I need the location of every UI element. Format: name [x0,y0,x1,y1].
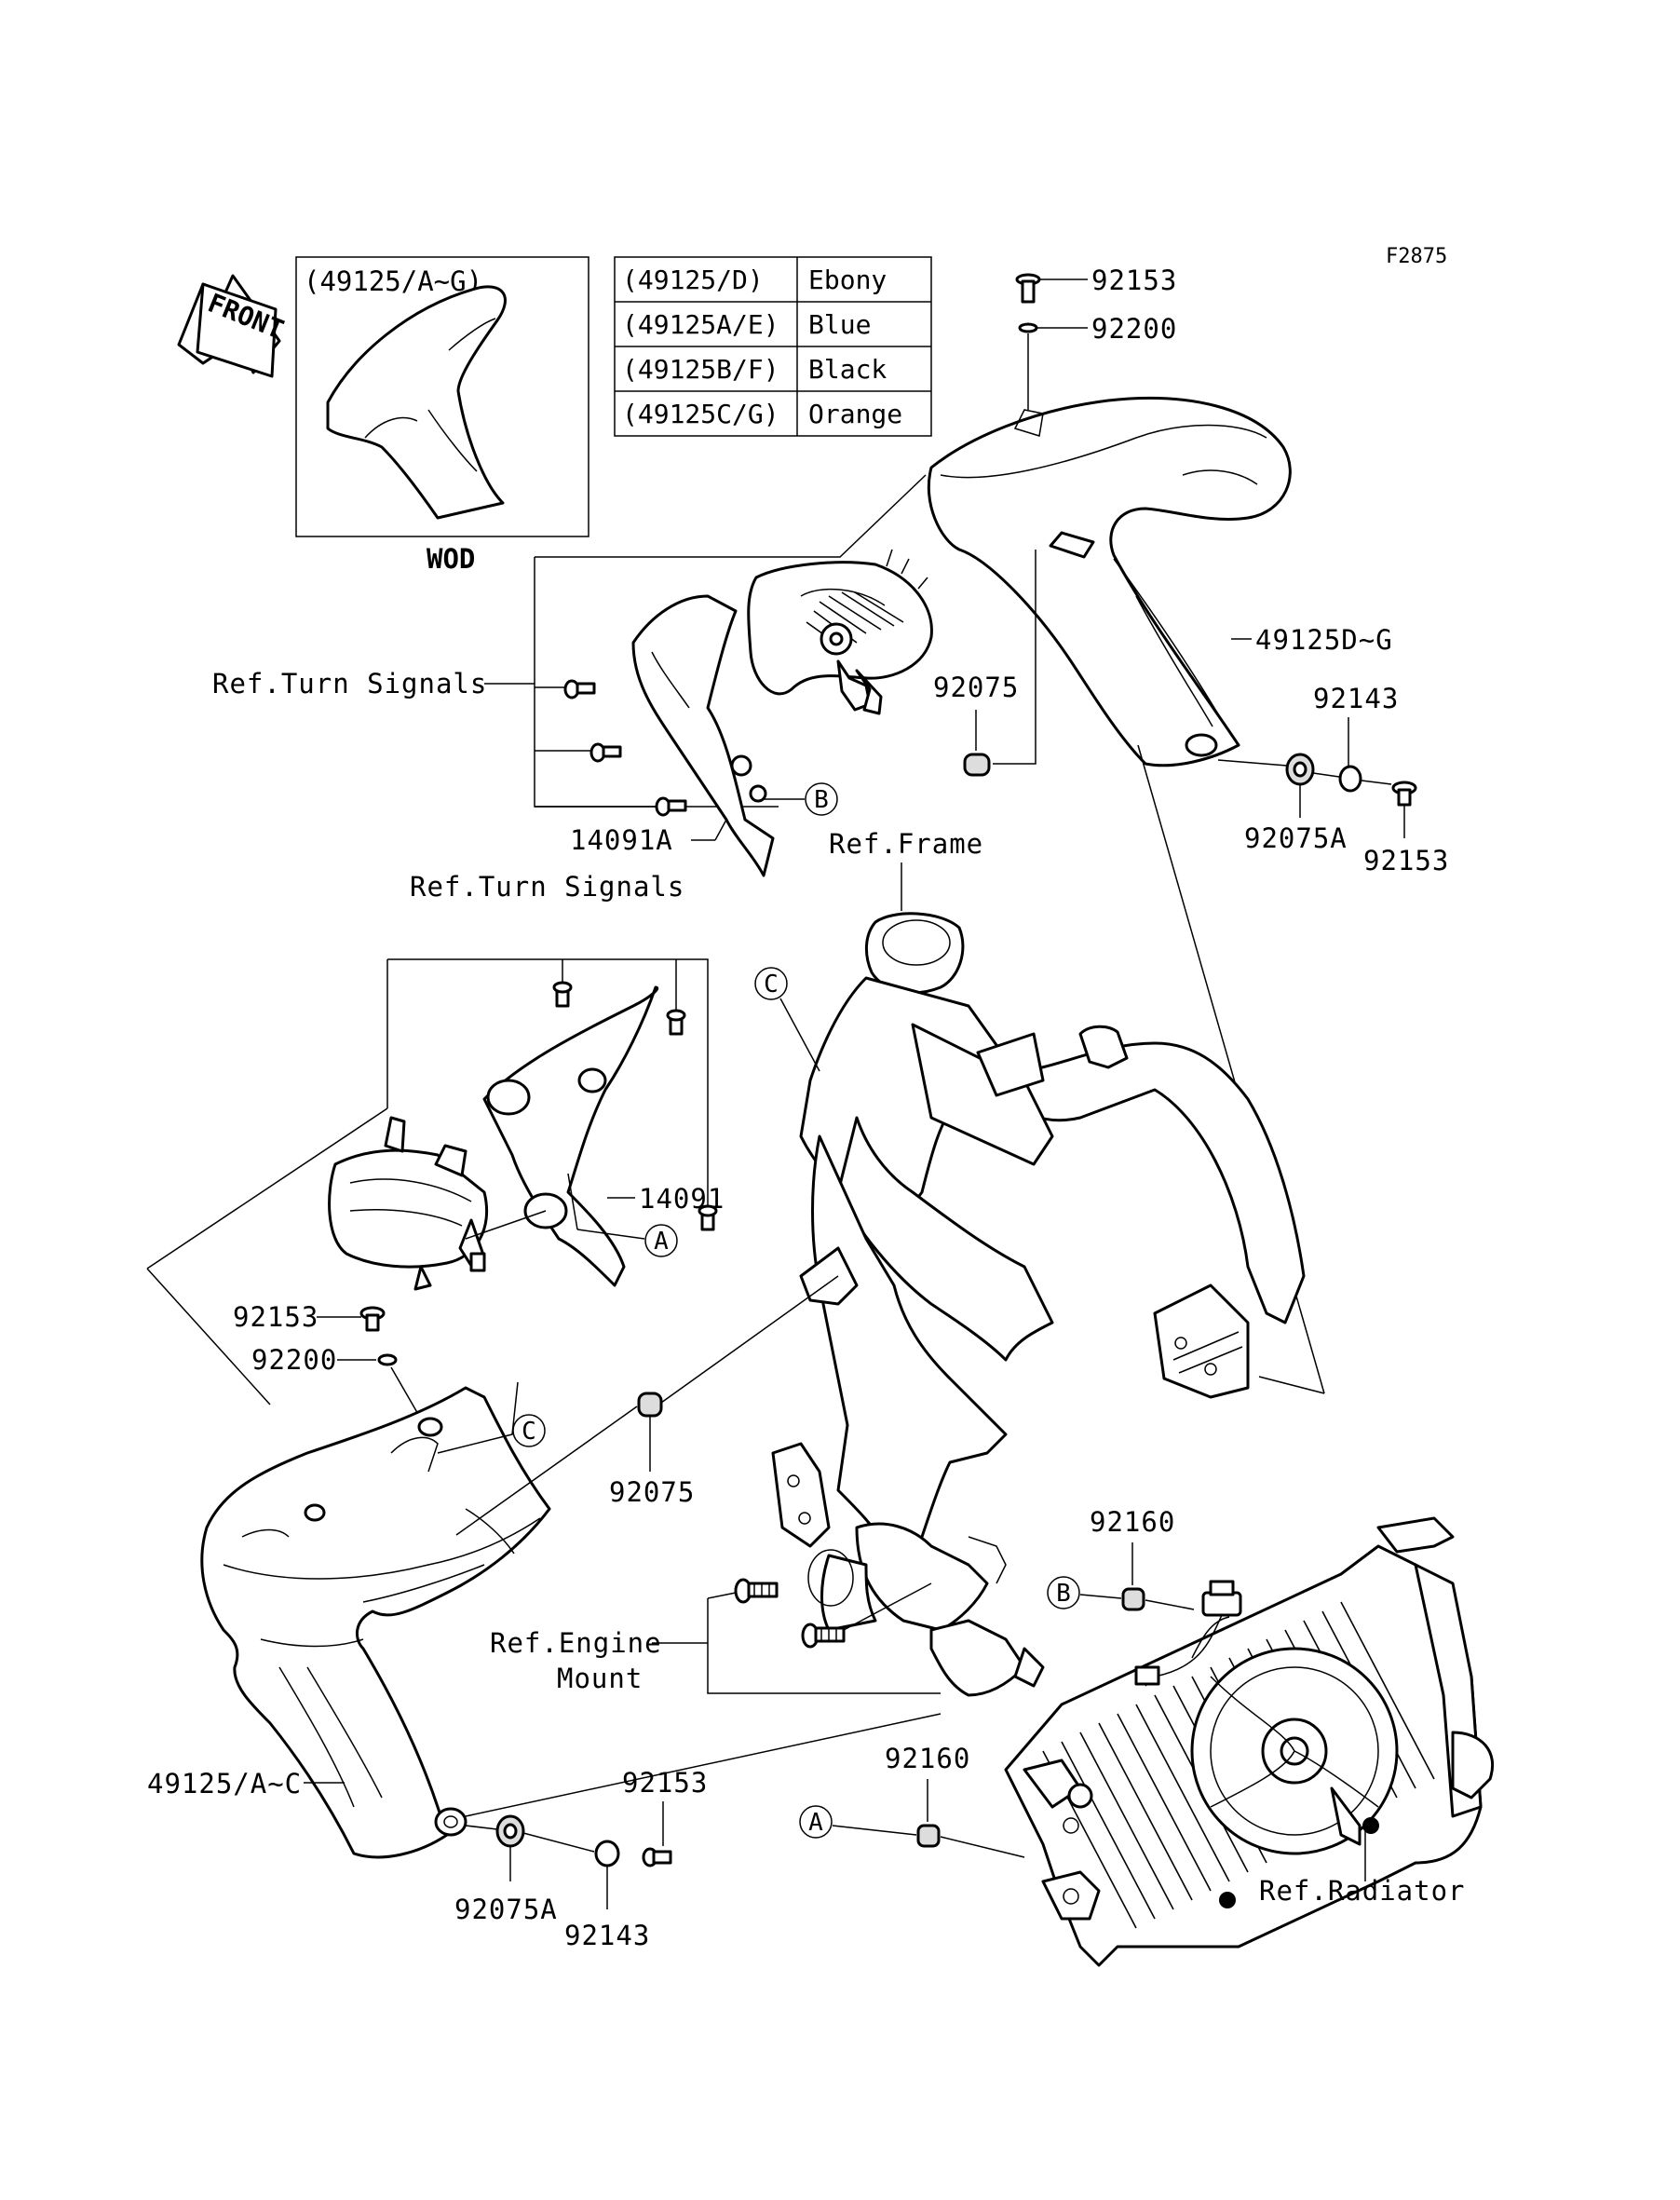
label-92153: 92153 [1363,845,1449,876]
inset-title: (49125/A~G) [304,265,482,297]
bolt-92153-right: 92153 [1363,781,1449,876]
label-ref-turn-signals: Ref.Turn Signals [212,668,487,699]
bolt-icon [734,1578,779,1604]
bolt-92153-bottom: 92153 [622,1767,708,1867]
inset-cowl-drawing [326,285,507,520]
label-92075: 92075 [933,672,1019,703]
screw-icon [563,679,596,699]
washer-92200-top: 92200 [1018,313,1177,345]
grommet-92160-lower: 92160 [885,1743,1025,1858]
right-front-cowl-49125D-G [927,397,1292,767]
label-ref-engine-mount: Mount [557,1663,643,1694]
radiator-drawing [1004,1516,1495,1967]
callout-letter: B [814,786,829,814]
callout-a: A [576,1224,678,1257]
front-arrow-icon: FRONT [177,274,288,378]
label-92200: 92200 [251,1344,337,1376]
label-ref-engine: Ref.Engine [490,1627,662,1659]
table-part-cell: (49125A/E) [622,309,779,340]
label-49125D-G: 49125D~G [1255,624,1393,656]
grommet-92160-upper: 92160 [1090,1506,1195,1611]
variant-inset: (49125/A~G) WOD [295,256,589,575]
label-49125-A-C: 49125/A~C [147,1768,302,1799]
table-part-cell: (49125/D) [622,265,764,295]
left-front-cowl-49125-A-C [200,1386,551,1859]
callout-letter: C [764,971,779,998]
label-92153: 92153 [622,1767,708,1799]
callout-letter: B [1056,1580,1071,1608]
screw-icon [589,742,622,763]
callout-letter: A [808,1809,823,1837]
screw-icon [655,796,687,817]
bolt-icon [801,1623,846,1649]
bolt-92153-left: 92153 [233,1301,386,1333]
label-92153: 92153 [1091,265,1177,296]
callout-c: C [754,967,820,1072]
callout-b: B [1047,1576,1122,1609]
grommet-92075-upper: 92075 [933,550,1036,777]
turn-signal-group-upper: Ref.Turn Signals [212,474,933,877]
washer-92200-left: 92200 [251,1344,398,1376]
label-92075A: 92075A [1244,822,1348,854]
table-color-cell: Black [808,354,887,385]
grommet-92075A-right: 92075A [1244,753,1348,854]
callout-letter: C [522,1418,536,1446]
frame-drawing [771,912,1306,1697]
callout-letter: A [654,1228,669,1256]
grommet-92075A-bottom: 92075A [454,1814,558,1925]
label-92075: 92075 [609,1476,695,1508]
table-part-cell: (49125B/F) [622,354,779,385]
table-color-cell: Orange [808,399,902,429]
label-92143: 92143 [1313,683,1399,714]
callout-a: A [799,1805,917,1839]
turn-signal-group-lower: Ref.Turn Signals [328,871,718,1291]
label-14091A: 14091A [570,824,673,856]
inset-caption: WOD [427,543,475,575]
label-92200: 92200 [1091,313,1177,345]
figure-code: F2875 [1386,245,1447,268]
label-92075A: 92075A [454,1894,558,1925]
label-92160: 92160 [885,1743,970,1774]
screw-icon [698,1204,718,1231]
label-92153: 92153 [233,1301,318,1333]
label-92143: 92143 [564,1920,650,1951]
grommet-92075-middle: 92075 [455,1275,839,1536]
engine-mount-group: Ref.Engine Mount [490,1578,941,1694]
washer-92143-right: 92143 [1313,683,1399,793]
label-ref-frame: Ref.Frame [829,828,983,860]
screw-icon [552,981,573,1008]
bolt-92153-top: 92153 [1015,265,1177,304]
label-14091: 14091 [639,1183,725,1215]
label-ref-turn-signals: Ref.Turn Signals [410,871,684,903]
table-color-cell: Blue [808,309,871,340]
table-color-cell: Ebony [808,265,887,295]
callout-b: B [764,782,838,816]
label-ref-radiator: Ref.Radiator [1259,1875,1466,1907]
screw-icon [666,1009,686,1036]
color-table: (49125/D) Ebony (49125A/E) Blue (49125B/… [614,256,932,437]
washer-92143-bottom: 92143 [564,1840,650,1951]
label-92160: 92160 [1090,1506,1175,1538]
table-part-cell: (49125C/G) [622,399,779,429]
callout-c: C [437,1381,546,1454]
